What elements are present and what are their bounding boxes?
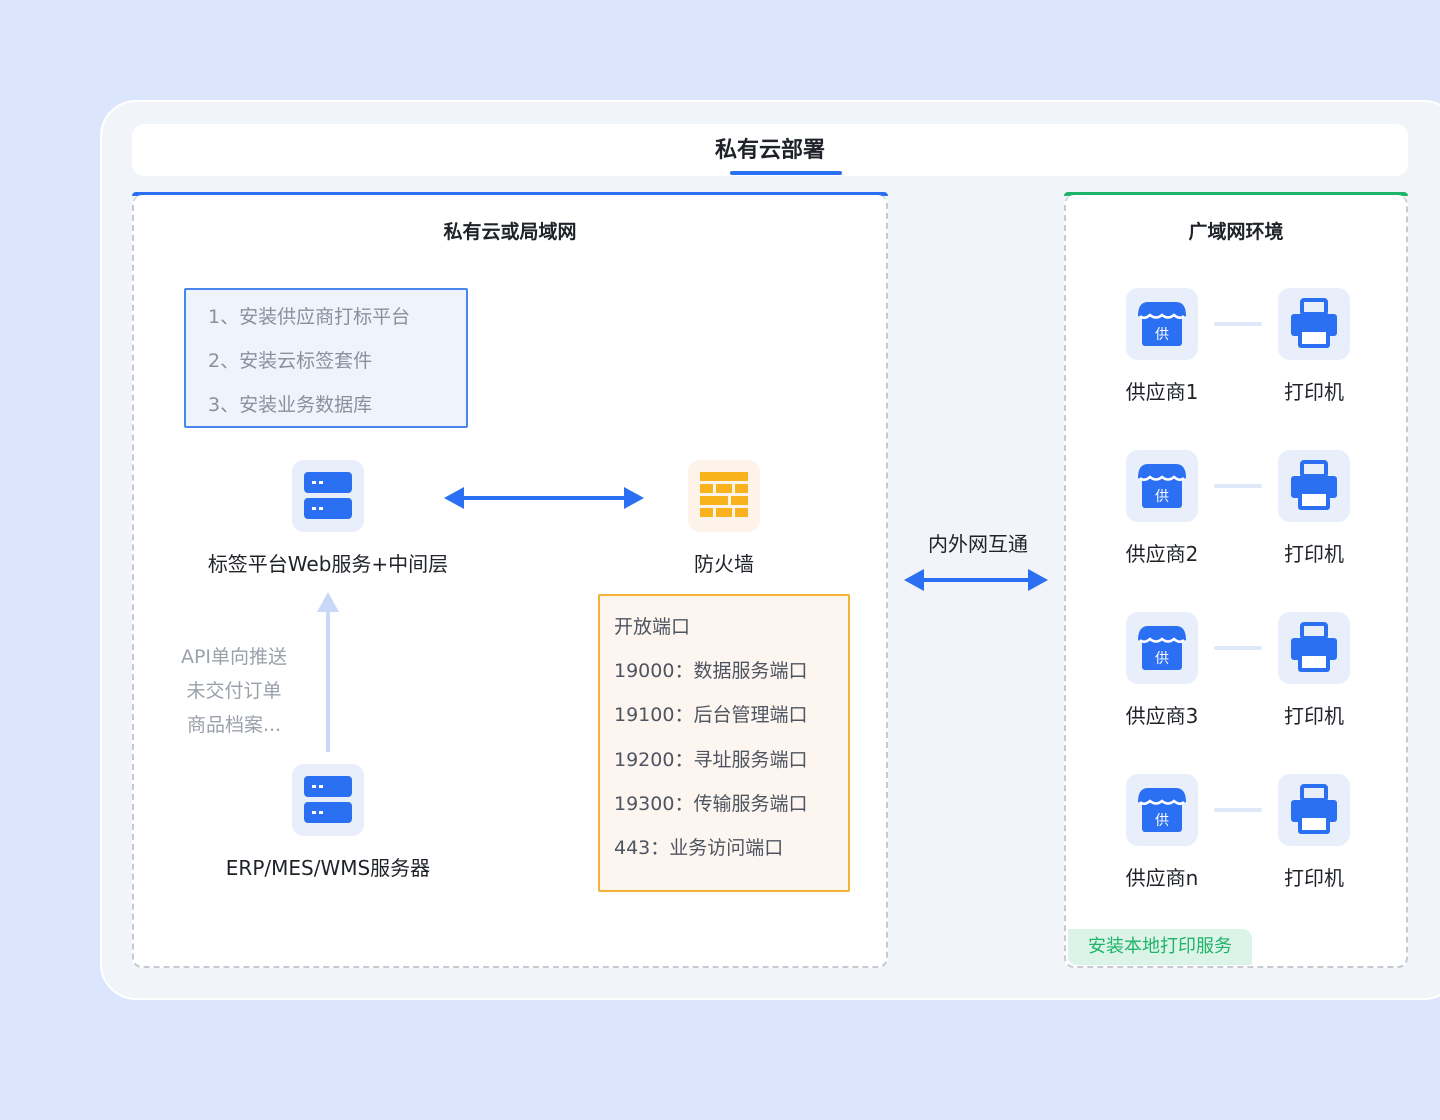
supplier-store-icon: 供 (1126, 612, 1198, 684)
header-bar: 私有云部署 (132, 124, 1408, 176)
supplier-store-icon: 供 (1126, 774, 1198, 846)
printer-icon (1278, 450, 1350, 522)
lan-panel-accent (132, 192, 888, 196)
install-steps-box: 1、安装供应商打标平台 2、安装云标签套件 3、安装业务数据库 (184, 288, 468, 428)
install-step: 3、安装业务数据库 (208, 394, 373, 416)
supplier-printer-connector (1214, 808, 1262, 812)
supplier-store-icon: 供 (1126, 450, 1198, 522)
api-push-text: 未交付订单 (186, 680, 282, 702)
api-push-arrow (317, 592, 339, 752)
supplier-store-icon: 供 (1126, 288, 1198, 360)
supplier-label: 供应商1 (1125, 380, 1199, 404)
supplier-printer-connector (1214, 646, 1262, 650)
install-step: 1、安装供应商打标平台 (208, 306, 411, 328)
bridge-label: 内外网互通 (928, 532, 1028, 556)
svg-text:供: 供 (1155, 489, 1169, 505)
erp-server-label: ERP/MES/WMS服务器 (225, 856, 431, 880)
printer-label: 打印机 (1284, 380, 1344, 404)
printer-label: 打印机 (1284, 542, 1344, 566)
lan-panel-title: 私有云或局域网 (443, 221, 577, 243)
supplier-printer-connector (1214, 322, 1262, 326)
tab-private-cloud[interactable]: 私有云部署 (714, 138, 825, 163)
firewall-icon (688, 460, 760, 532)
svg-text:供: 供 (1155, 813, 1169, 829)
bridge-bidirectional-arrow (904, 569, 1048, 591)
lan-bidirectional-arrow (444, 487, 644, 509)
wan-panel (1064, 195, 1408, 968)
printer-icon (1278, 774, 1350, 846)
api-push-text: API单向推送 (180, 646, 288, 668)
wan-panel-accent (1064, 192, 1408, 196)
port-item: 19000：数据服务端口 (614, 660, 808, 682)
open-ports-box: 开放端口 19000：数据服务端口 19100：后台管理端口 19200：寻址服… (598, 594, 850, 892)
wan-panel-title: 广域网环境 (1188, 221, 1284, 243)
open-ports-title: 开放端口 (614, 616, 691, 638)
printer-label: 打印机 (1284, 866, 1344, 890)
local-print-service-badge: 安装本地打印服务 (1068, 929, 1252, 965)
port-item: 19100：后台管理端口 (614, 704, 808, 726)
install-step: 2、安装云标签套件 (208, 350, 373, 372)
web-server-icon (292, 460, 364, 532)
printer-icon (1278, 612, 1350, 684)
printer-label: 打印机 (1284, 704, 1344, 728)
supplier-label: 供应商3 (1125, 704, 1199, 728)
supplier-printer-connector (1214, 484, 1262, 488)
supplier-label: 供应商n (1125, 866, 1199, 890)
svg-text:供: 供 (1155, 327, 1169, 343)
port-item: 443：业务访问端口 (614, 837, 784, 859)
active-tab-indicator (730, 171, 842, 175)
svg-text:供: 供 (1155, 651, 1169, 667)
firewall-label: 防火墙 (694, 552, 754, 576)
printer-icon (1278, 288, 1350, 360)
api-push-text: 商品档案... (186, 714, 282, 736)
web-server-label: 标签平台Web服务+中间层 (207, 552, 449, 576)
port-item: 19200：寻址服务端口 (614, 749, 808, 771)
erp-server-icon (292, 764, 364, 836)
supplier-label: 供应商2 (1125, 542, 1199, 566)
port-item: 19300：传输服务端口 (614, 793, 808, 815)
